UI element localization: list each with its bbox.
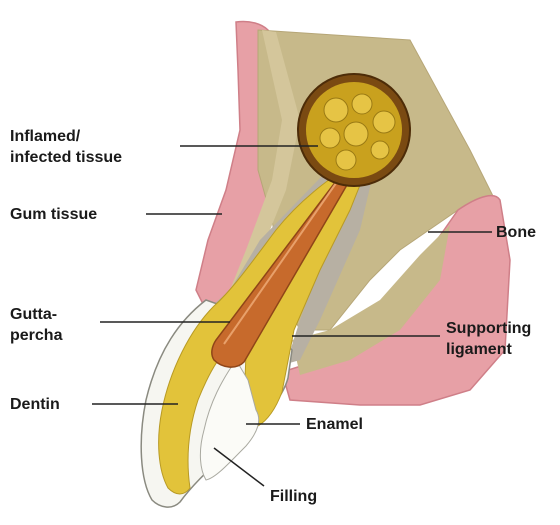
label-inflamed-line2: infected tissue (10, 147, 122, 168)
label-filling: Filling (270, 486, 317, 507)
label-gutta-line1: Gutta- (10, 304, 62, 325)
label-inflamed: Inflamed/ infected tissue (10, 126, 122, 168)
label-dentin: Dentin (10, 394, 60, 415)
label-enamel: Enamel (306, 414, 363, 435)
label-gutta-line2: percha (10, 325, 62, 346)
label-inflamed-line1: Inflamed/ (10, 126, 122, 147)
label-gutta: Gutta- percha (10, 304, 62, 346)
label-gum: Gum tissue (10, 204, 97, 225)
label-ligament: Supporting ligament (446, 318, 531, 360)
label-ligament-line1: Supporting (446, 318, 531, 339)
label-ligament-line2: ligament (446, 339, 531, 360)
label-bone: Bone (496, 222, 536, 243)
